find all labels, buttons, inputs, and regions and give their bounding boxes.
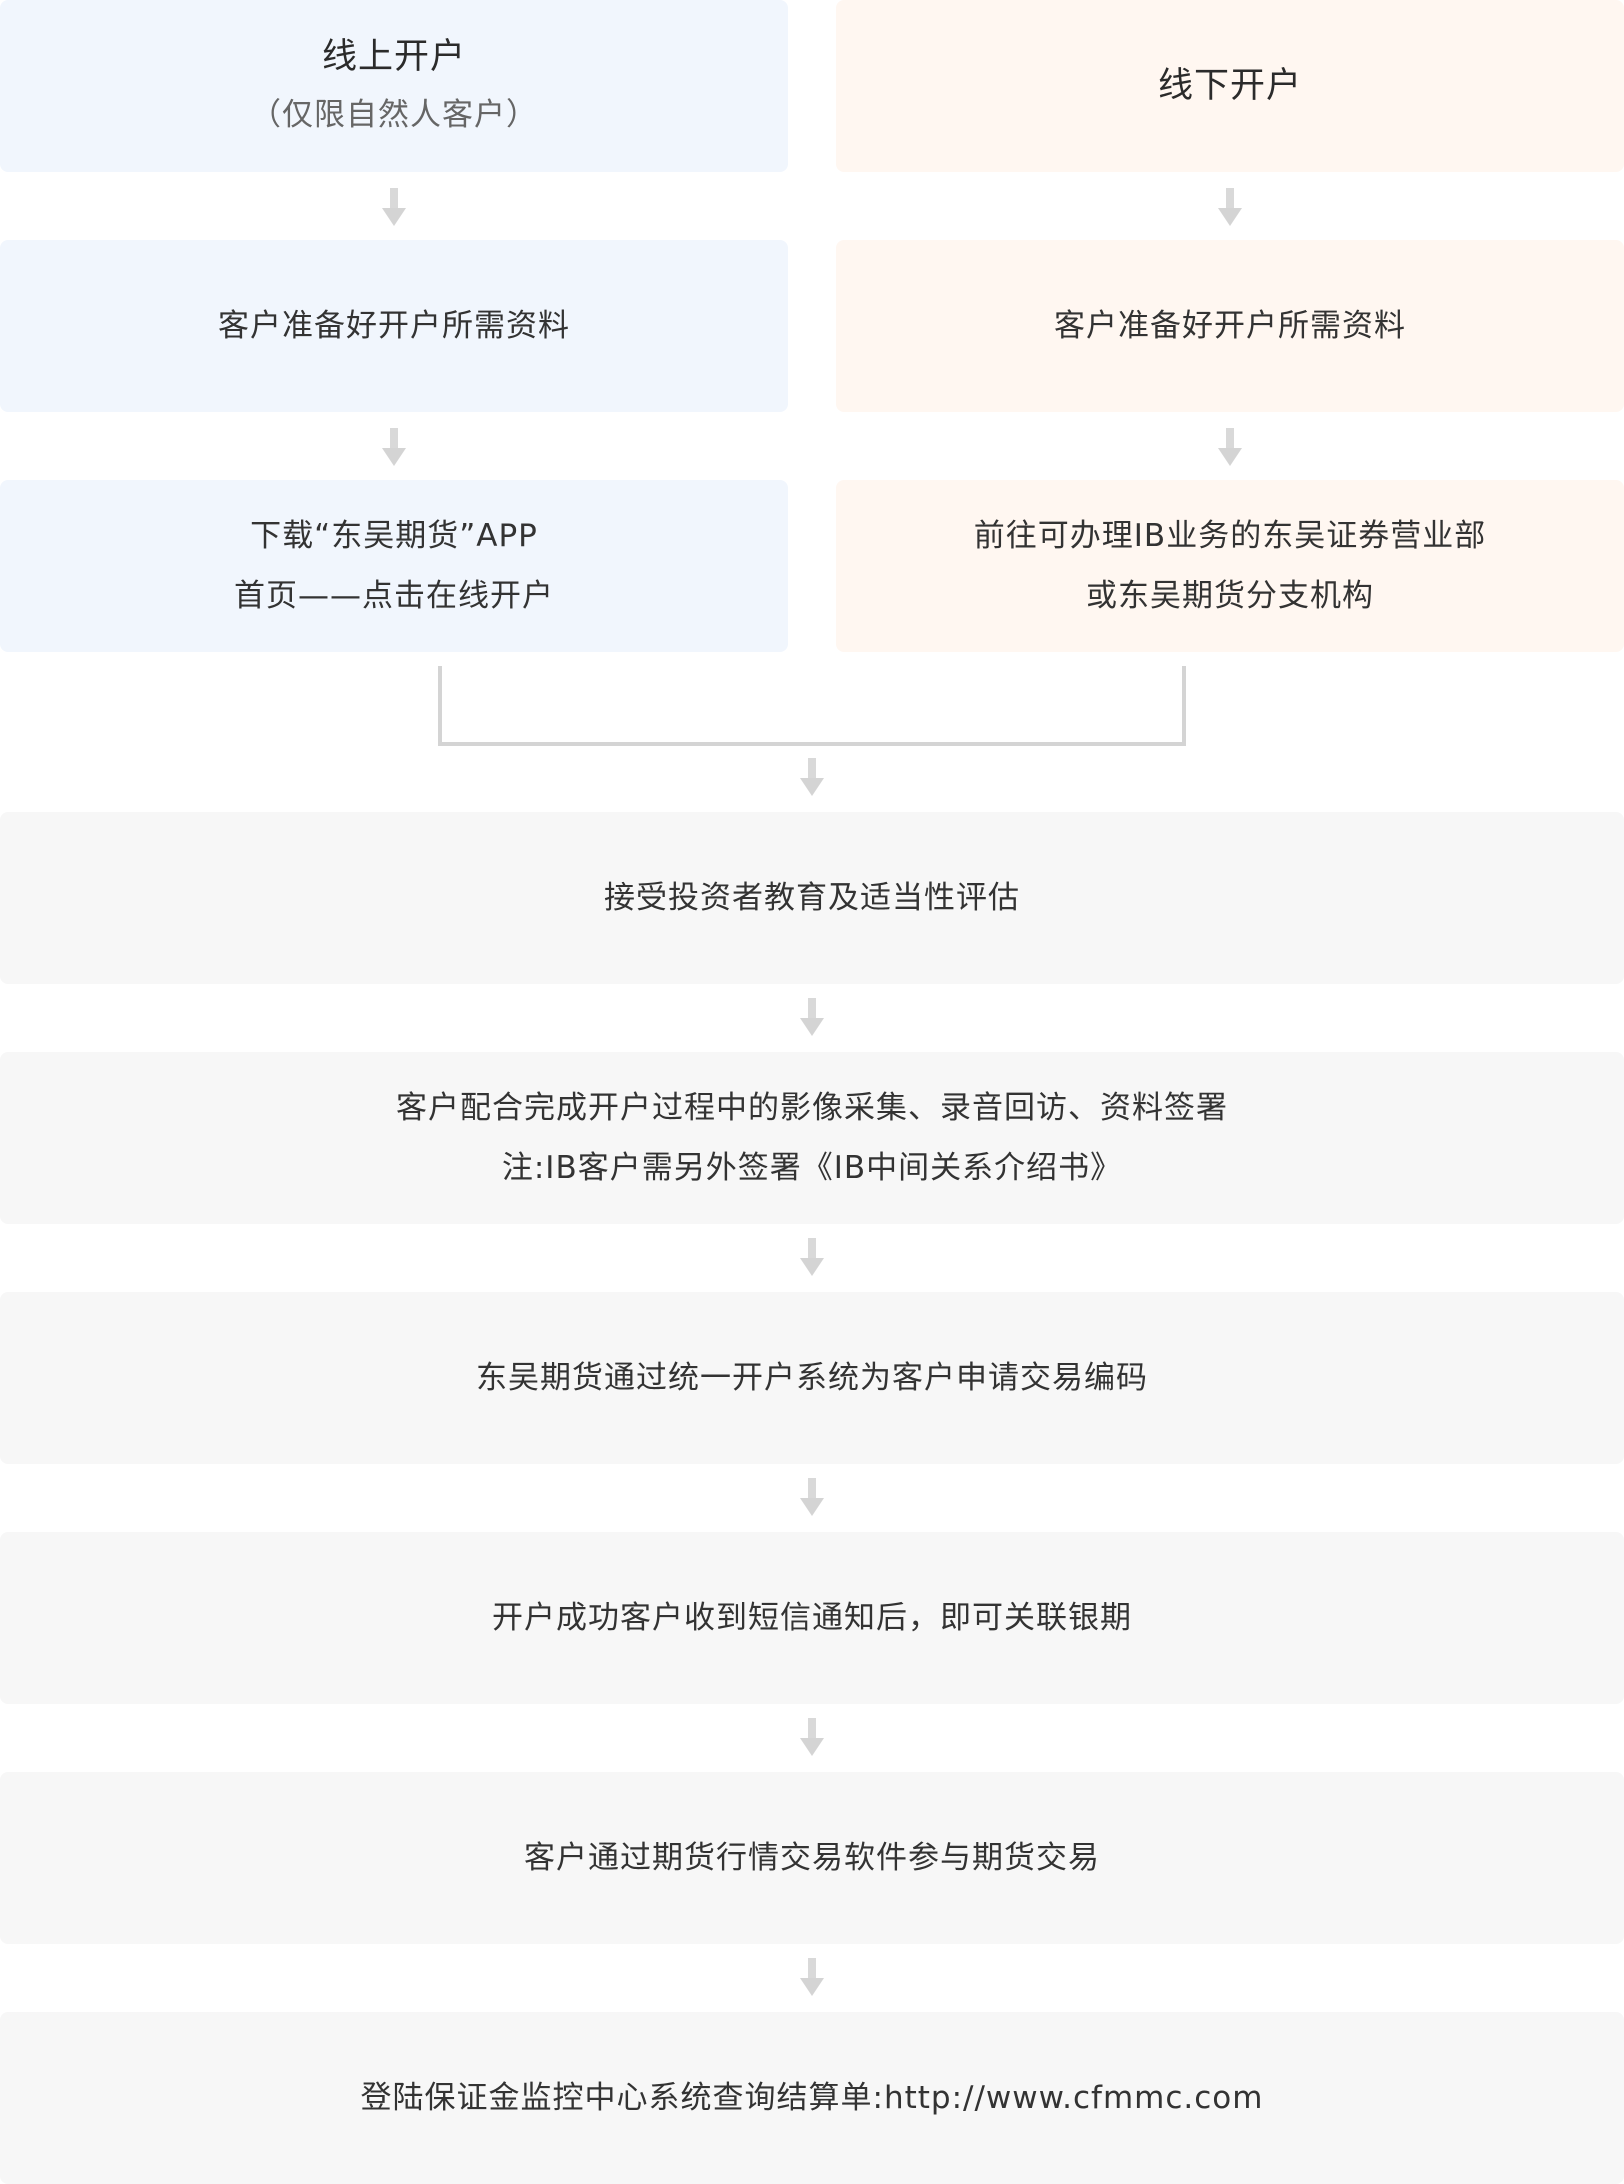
offline-step-visit-line2: 或东吴期货分支机构 (1086, 578, 1374, 614)
down-arrow-icon (798, 1958, 826, 1998)
down-arrow-icon (1216, 428, 1244, 468)
step-query-statement: 登陆保证金监控中心系统查询结算单:http://www.cfmmc.com (0, 2012, 1624, 2184)
down-arrow-icon (380, 428, 408, 468)
online-step-prepare-text: 客户准备好开户所需资料 (218, 308, 570, 344)
step-bank-link: 开户成功客户收到短信通知后，即可关联银期 (0, 1532, 1624, 1704)
step-query-statement-text: 登陆保证金监控中心系统查询结算单:http://www.cfmmc.com (360, 2080, 1264, 2116)
offline-step-visit-line1: 前往可办理IB业务的东吴证券营业部 (973, 518, 1487, 554)
step-image-collection: 客户配合完成开户过程中的影像采集、录音回访、资料签署 注:IB客户需另外签署《I… (0, 1052, 1624, 1224)
step-start-trading-text: 客户通过期货行情交易软件参与期货交易 (524, 1840, 1100, 1876)
step-bank-link-text: 开户成功客户收到短信通知后，即可关联银期 (492, 1600, 1132, 1636)
down-arrow-icon (798, 1718, 826, 1758)
step-investor-education-text: 接受投资者教育及适当性评估 (604, 880, 1020, 916)
step-image-collection-line2: 注:IB客户需另外签署《IB中间关系介绍书》 (501, 1150, 1123, 1186)
online-step-download-line2: 首页——点击在线开户 (234, 578, 554, 614)
offline-title: 线下开户 (1157, 66, 1302, 106)
down-arrow-icon (1216, 188, 1244, 228)
offline-step-prepare-text: 客户准备好开户所需资料 (1054, 308, 1406, 344)
down-arrow-icon (798, 1238, 826, 1278)
merge-connector (438, 666, 1186, 746)
offline-header-box: 线下开户 (836, 0, 1624, 172)
online-subtitle: （仅限自然人客户） (250, 97, 538, 133)
step-start-trading: 客户通过期货行情交易软件参与期货交易 (0, 1772, 1624, 1944)
step-investor-education: 接受投资者教育及适当性评估 (0, 812, 1624, 984)
online-step-prepare: 客户准备好开户所需资料 (0, 240, 788, 412)
down-arrow-icon (798, 1478, 826, 1518)
down-arrow-icon (380, 188, 408, 228)
down-arrow-icon (798, 998, 826, 1038)
online-title: 线上开户 (321, 37, 466, 77)
online-step-download-app: 下载“东吴期货”APP 首页——点击在线开户 (0, 480, 788, 652)
step-image-collection-line1: 客户配合完成开户过程中的影像采集、录音回访、资料签署 (396, 1090, 1228, 1126)
step-trading-code-text: 东吴期货通过统一开户系统为客户申请交易编码 (476, 1360, 1148, 1396)
offline-step-visit-branch: 前往可办理IB业务的东吴证券营业部 或东吴期货分支机构 (836, 480, 1624, 652)
down-arrow-icon (798, 758, 826, 798)
online-header-box: 线上开户 （仅限自然人客户） (0, 0, 788, 172)
offline-step-prepare: 客户准备好开户所需资料 (836, 240, 1624, 412)
step-trading-code: 东吴期货通过统一开户系统为客户申请交易编码 (0, 1292, 1624, 1464)
online-step-download-line1: 下载“东吴期货”APP (250, 518, 538, 554)
